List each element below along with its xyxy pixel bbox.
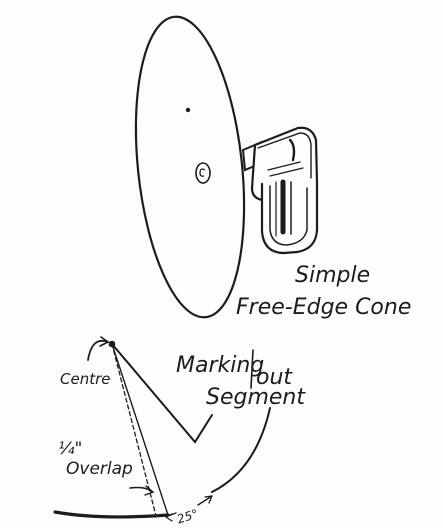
segment-diagram [53,336,271,522]
overlap-dashed-line [111,343,157,517]
angle-label: 25° [175,507,200,527]
caption-free-edge-cone: Free-Edge Cone [236,295,411,320]
segment-radius-left [111,343,169,516]
speaker-cone [134,15,246,319]
cone-outline [134,15,246,319]
drive-unit [241,126,319,255]
segment-outer-arc-right [211,407,271,493]
segment-radius-right [111,343,213,444]
cone-centre-cap [195,162,211,184]
centre-pointer-arrow [87,339,109,361]
overlap-fraction-label: ¼" [58,439,82,459]
marking-label: Marking [176,353,264,378]
caption-simple: Simple [295,263,370,288]
cone-dot [185,107,191,113]
segment-outer-arc-bottom [53,510,170,519]
overlap-label: Overlap [66,459,133,479]
out-label: out [256,365,293,390]
centre-label: Centre [60,370,111,388]
segment-label: Segment [206,385,306,410]
